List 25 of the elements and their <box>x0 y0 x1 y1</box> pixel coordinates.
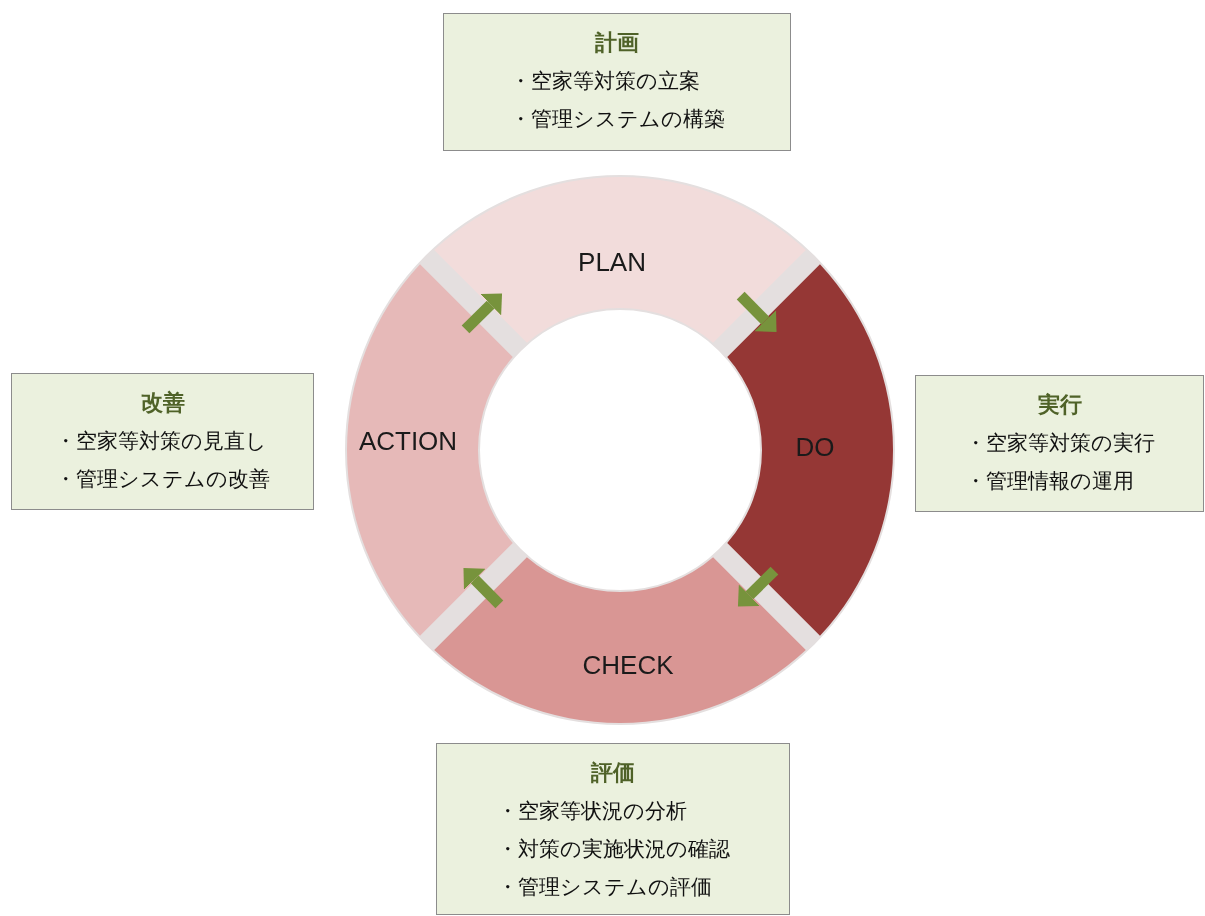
segment-label: CHECK <box>582 649 674 681</box>
card-heading: 実行 <box>1037 391 1082 419</box>
bullet-item: ・管理システムの構築 <box>509 106 725 133</box>
bullet-item: ・対策の実施状況の確認 <box>496 836 730 863</box>
segment-label: PLAN <box>578 246 646 278</box>
arrow <box>736 291 777 333</box>
card-heading: 改善 <box>140 389 185 417</box>
text-card <box>11 373 314 510</box>
text-card <box>915 375 1204 512</box>
card-heading: 計画 <box>595 29 639 57</box>
text-card <box>436 743 790 915</box>
bullet-item: ・空家等対策の実行 <box>964 430 1155 457</box>
bullet-item: ・管理情報の運用 <box>964 468 1134 495</box>
arrow <box>463 567 504 609</box>
bullet-item: ・管理システムの改善 <box>55 466 270 493</box>
segment-label: ACTION <box>358 425 458 457</box>
segment-label: DO <box>795 431 835 463</box>
bullet-item: ・管理システムの評価 <box>496 874 712 901</box>
text-card <box>443 13 791 151</box>
arrow <box>737 566 779 607</box>
bullet-item: ・空家等対策の見直し <box>55 428 267 455</box>
arrow <box>461 293 503 334</box>
bullet-item: ・空家等対策の立案 <box>509 68 700 95</box>
bullet-item: ・空家等状況の分析 <box>496 798 687 825</box>
card-heading: 評価 <box>591 759 635 787</box>
